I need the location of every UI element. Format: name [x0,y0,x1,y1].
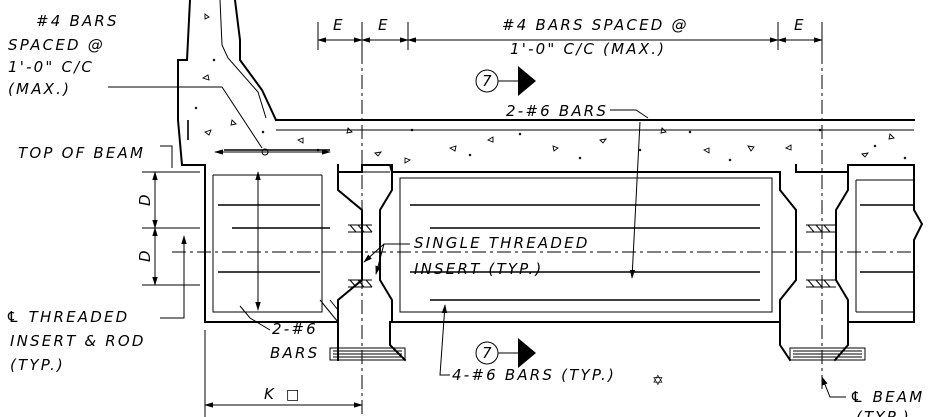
label-top-left-bars-3: 1'-0" C/C [8,58,94,76]
label-four-no6: 4-#6 BARS (TYP.) [452,366,616,384]
label-dim-k: K [264,385,276,403]
label-cl-beam-1: ℄ BEAM [850,388,924,406]
top-dimensions [317,22,823,50]
label-cl-insert-2: INSERT & ROD [10,332,146,350]
label-cl-insert-1: ℄ THREADED [6,308,129,326]
right-beam [833,164,924,362]
label-dim-e-3: E [794,16,806,34]
label-top-left-bars-4: (MAX.) [8,80,71,98]
left-beam [204,164,363,361]
label-single-insert-1: SINGLE THREADED [414,234,590,252]
label-cl-beam-2: (TYP.) [856,408,911,417]
label-top-center-bars-1: #4 BARS SPACED @ [502,16,689,34]
label-single-insert-2: INSERT (TYP.) [414,260,543,278]
label-section-bottom: 7 [482,344,492,362]
label-top-of-beam: TOP OF BEAM [18,144,145,162]
k-dimension [204,330,363,417]
labels: #4 BARS SPACED @ 1'-0" C/C (MAX.) E E E … [6,12,924,417]
rebar-lines [187,120,914,301]
label-dim-d-1: D [136,192,154,206]
bearing-pads [329,347,866,361]
concrete-aggregate-marks [194,13,907,164]
label-dim-e-1: E [333,16,345,34]
label-dim-e-2: E [378,16,390,34]
joint-inserts [348,224,836,288]
label-dim-d-2: D [136,248,154,262]
label-two-no6-bottom-1: 2-#6 [272,320,318,338]
section-marker-top [475,66,536,96]
centerlines [172,25,914,417]
label-top-left-bars-2: SPACED @ [8,36,105,54]
square-icon: □ [286,387,299,403]
section-marker-bottom [475,338,536,368]
label-cl-insert-3: (TYP.) [10,356,65,374]
leaders [108,86,846,398]
label-two-no6-top: 2-#6 BARS [506,102,608,120]
label-top-center-bars-2: 1'-0" C/C (MAX.) [510,40,666,58]
label-two-no6-bottom-2: BARS [270,344,319,362]
label-section-top: 7 [482,72,492,90]
depth-dimensions [142,171,261,311]
middle-beam [379,164,797,362]
label-top-left-bars-1: #4 BARS [36,12,119,30]
star-icon: ✡ [652,373,664,389]
